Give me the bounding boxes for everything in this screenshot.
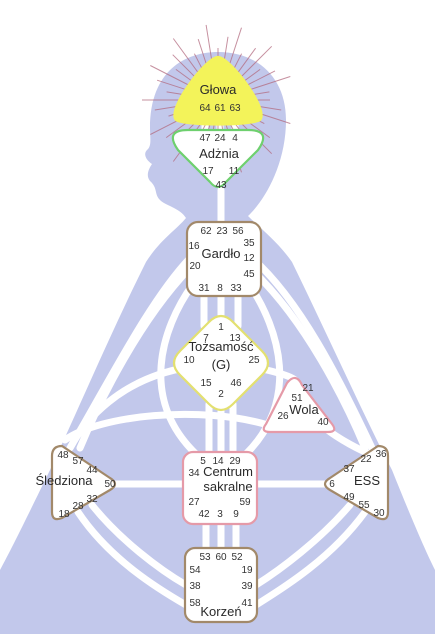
gate-1: 1: [218, 322, 224, 333]
gate-31: 31: [198, 283, 210, 294]
gate-58: 58: [189, 598, 201, 609]
gate-61: 61: [214, 103, 226, 114]
gate-14: 14: [212, 456, 224, 467]
sacral-sublabel: sakralne: [203, 479, 252, 494]
gate-40: 40: [317, 417, 329, 428]
gate-46: 46: [230, 378, 242, 389]
identity-label: Tożsamość: [188, 339, 254, 354]
gate-23: 23: [216, 226, 228, 237]
gate-50: 50: [104, 479, 116, 490]
gate-55: 55: [358, 500, 370, 511]
gate-52: 52: [231, 552, 243, 563]
gate-2: 2: [218, 389, 224, 400]
throat-label: Gardło: [201, 246, 240, 261]
gate-35: 35: [243, 238, 255, 249]
gate-21: 21: [302, 383, 314, 394]
gate-4: 4: [232, 133, 238, 144]
gate-28: 28: [72, 501, 84, 512]
gate-43: 43: [215, 180, 227, 191]
gate-36: 36: [375, 449, 387, 460]
gate-8: 8: [217, 283, 223, 294]
gate-63: 63: [229, 103, 241, 114]
gate-25: 25: [248, 355, 260, 366]
will-label: Wola: [289, 402, 319, 417]
gate-39: 39: [241, 581, 253, 592]
gate-51: 51: [291, 393, 303, 404]
gate-41: 41: [241, 598, 253, 609]
gate-15: 15: [200, 378, 212, 389]
gate-37: 37: [343, 464, 355, 475]
gate-53: 53: [199, 552, 211, 563]
gate-5: 5: [200, 456, 206, 467]
gate-22: 22: [360, 454, 372, 465]
gate-27: 27: [188, 497, 200, 508]
identity-sublabel: (G): [212, 357, 231, 372]
head-gates: 64 61 63: [199, 103, 241, 114]
gate-29: 29: [229, 456, 241, 467]
gate-45: 45: [243, 269, 255, 280]
gate-19: 19: [241, 565, 253, 576]
gate-54: 54: [189, 565, 201, 576]
gate-3: 3: [217, 509, 223, 520]
gate-18: 18: [58, 509, 70, 520]
gate-44: 44: [86, 465, 98, 476]
gate-26: 26: [277, 411, 289, 422]
gate-47: 47: [199, 133, 211, 144]
head-label: Głowa: [200, 82, 238, 97]
gate-62: 62: [200, 226, 212, 237]
gate-20: 20: [189, 261, 201, 272]
gate-7: 7: [203, 333, 209, 344]
gate-17: 17: [202, 166, 214, 177]
gate-49: 49: [343, 492, 355, 503]
gate-48: 48: [57, 450, 69, 461]
gate-59: 59: [239, 497, 251, 508]
gate-64: 64: [199, 103, 211, 114]
root-label: Korzeń: [200, 604, 241, 619]
gate-10: 10: [183, 355, 195, 366]
ajna-label: Adżnia: [199, 146, 240, 161]
spleen-label: Śledziona: [35, 473, 93, 488]
gate-12: 12: [243, 253, 255, 264]
gate-33: 33: [230, 283, 242, 294]
gate-30: 30: [373, 508, 385, 519]
sacral-label: Centrum: [203, 464, 253, 479]
gate-34: 34: [188, 468, 200, 479]
gate-6: 6: [329, 479, 335, 490]
gate-60: 60: [215, 552, 227, 563]
gate-42: 42: [198, 509, 210, 520]
gate-24: 24: [214, 133, 226, 144]
gate-38: 38: [189, 581, 201, 592]
gate-9: 9: [233, 509, 239, 520]
gate-57: 57: [72, 456, 84, 467]
gate-11: 11: [229, 166, 240, 177]
gate-32: 32: [86, 494, 98, 505]
gate-13: 13: [229, 333, 241, 344]
gate-56: 56: [232, 226, 244, 237]
gate-16: 16: [188, 241, 200, 252]
ess-label: ESS: [354, 473, 380, 488]
